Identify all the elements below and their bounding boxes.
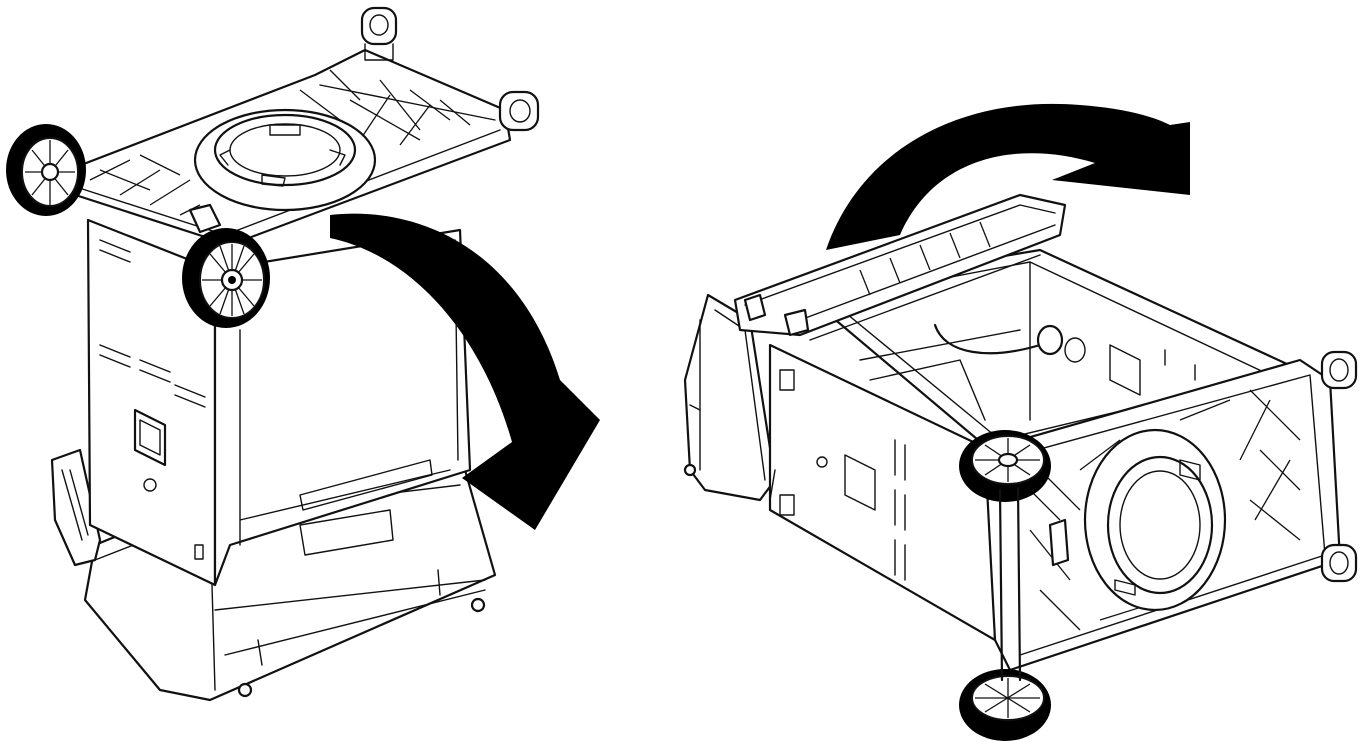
wheel-icon xyxy=(182,228,270,328)
wheel-icon xyxy=(959,669,1051,741)
caster-right-1 xyxy=(1320,350,1358,390)
lattice-frame-right xyxy=(983,358,1342,672)
panel-right xyxy=(683,103,1358,741)
panel-left xyxy=(6,6,600,702)
top-frame-left xyxy=(53,48,512,247)
wheel-icon xyxy=(959,430,1051,502)
caster-left-2 xyxy=(498,90,540,132)
side-foot-left xyxy=(50,448,102,567)
caster-right-2 xyxy=(1320,543,1358,583)
cabinet-body-left xyxy=(86,218,472,587)
end-panel-right xyxy=(683,293,777,502)
caster-left-1 xyxy=(360,6,398,61)
rotation-arrow-icon xyxy=(330,213,600,530)
rotation-arrow-icon xyxy=(826,103,1190,250)
tray-right xyxy=(733,193,1067,341)
wheel-icon xyxy=(6,124,86,216)
